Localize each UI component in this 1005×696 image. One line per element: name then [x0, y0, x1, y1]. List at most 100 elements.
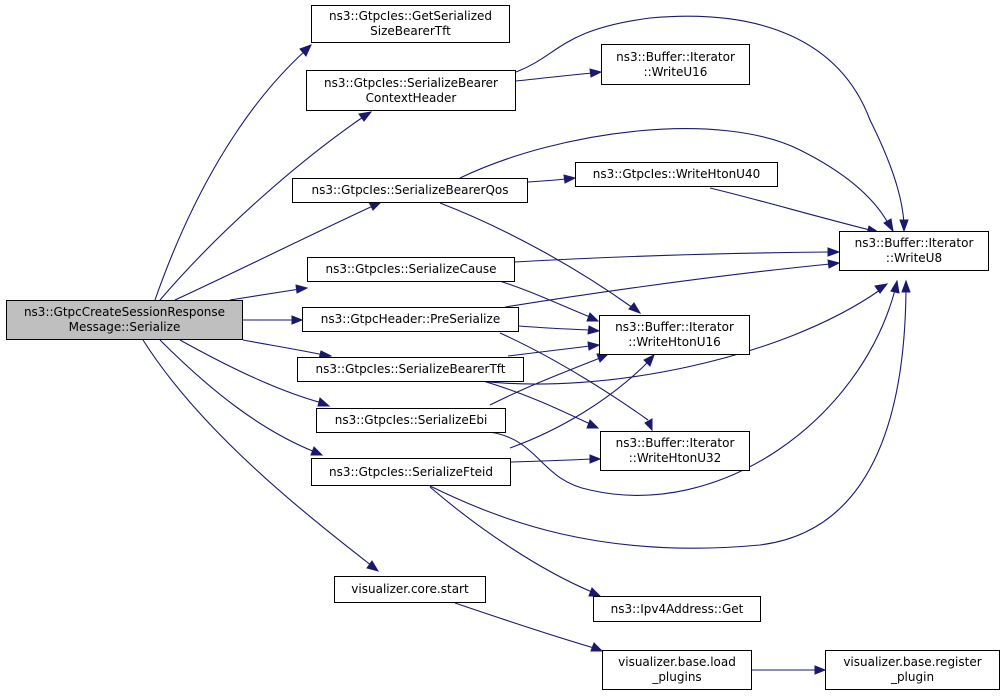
arrowhead — [299, 44, 312, 57]
edge-fteid-htonu16 — [509, 361, 649, 449]
call-edges — [142, 15, 911, 675]
edge-qos-htonu16 — [439, 202, 634, 309]
arrowhead — [643, 353, 655, 367]
node-label-line2: ::WriteU16 — [643, 64, 708, 79]
node-gtpc-create-session-response-serialize[interactable]: ns3::GtpcCreateSessionResponse Message::… — [6, 300, 243, 340]
node-serialize-bearer-context-header[interactable]: ns3::GtpcIes::SerializeBearer ContextHea… — [306, 70, 516, 111]
edge-cause-writeu8 — [514, 251, 831, 263]
node-label-line1: ns3::GtpcIes::SerializeCause — [325, 262, 497, 276]
edge-tft-htonu16 — [507, 345, 591, 357]
arrowhead — [590, 642, 604, 652]
edge-root-ebi — [179, 339, 323, 404]
edge-qos-htonu40 — [527, 178, 567, 183]
edge-preserialize-htonu32 — [499, 332, 649, 421]
node-label-line2: SizeBearerTft — [370, 24, 451, 38]
node-serialize-cause[interactable]: ns3::GtpcIes::SerializeCause — [307, 257, 515, 282]
edge-ctxheader-writeu8 — [515, 15, 905, 224]
node-label-line1: ns3::GtpcIes::SerializeBearerTft — [315, 362, 506, 376]
arrowhead — [827, 259, 841, 269]
node-label-line1: ns3::GtpcCreateSessionResponse — [23, 305, 226, 319]
node-serialize-fteid[interactable]: ns3::GtpcIes::SerializeFteid — [311, 458, 511, 486]
node-serialize-bearer-tft[interactable]: ns3::GtpcIes::SerializeBearerTft — [297, 357, 524, 382]
node-label-line2: Message::Serialize — [68, 320, 181, 334]
arrowhead — [587, 325, 601, 335]
edge-ebi-writeu8 — [489, 289, 896, 496]
node-visualizer-base-register-plugin[interactable]: visualizer.base.register _plugin — [825, 650, 1000, 690]
node-ipv4-address-get[interactable]: ns3::Ipv4Address::Get — [593, 596, 761, 622]
arrowhead — [358, 111, 373, 122]
edge-fteid-ipv4get — [429, 486, 593, 593]
node-label-line1: visualizer.core.start — [351, 582, 469, 596]
node-label-line1: ns3::GtpcIes::SerializeFteid — [329, 464, 493, 479]
edge-preserialize-htonu16 — [518, 325, 591, 331]
node-write-hton-u40[interactable]: ns3::GtpcIes::WriteHtonU40 — [575, 162, 778, 187]
edge-fteid-htonu32 — [510, 458, 593, 463]
node-label-line1: ns3::Ipv4Address::Get — [610, 601, 744, 616]
node-label-line1: ns3::Buffer::Iterator — [854, 236, 974, 250]
node-gtpc-header-pre-serialize[interactable]: ns3::GtpcHeader::PreSerialize — [302, 307, 519, 332]
arrowhead — [628, 302, 642, 314]
node-label-line2: ::WriteU8 — [885, 251, 943, 265]
edge-root-qos — [174, 204, 376, 301]
arrowhead — [883, 218, 894, 233]
arrowhead — [596, 353, 610, 363]
node-visualizer-base-load-plugins[interactable]: visualizer.base.load _plugins — [602, 650, 752, 690]
node-label-line2: ::WriteHtonU16 — [628, 335, 721, 349]
node-label-line1: visualizer.base.load — [618, 655, 736, 669]
edge-root-getsize — [154, 49, 307, 301]
node-serialize-bearer-qos[interactable]: ns3::GtpcIes::SerializeBearerQos — [292, 178, 528, 203]
arrowhead — [587, 341, 601, 351]
arrowhead — [890, 279, 900, 294]
node-serialize-ebi[interactable]: ns3::GtpcIes::SerializeEbi — [316, 408, 506, 433]
arrowhead — [874, 283, 889, 294]
node-label-line1: ns3::GtpcIes::SerializeBearer — [324, 75, 498, 90]
arrowhead — [644, 418, 653, 432]
arrowhead — [291, 315, 304, 325]
node-label-line1: ns3::GtpcIes::GetSerialized — [328, 9, 493, 23]
arrowhead — [814, 665, 827, 675]
node-label-line1: ns3::GtpcIes::SerializeEbi — [334, 413, 488, 427]
edge-root-cause — [229, 288, 301, 301]
node-label-line1: ns3::GtpcHeader::PreSerialize — [320, 312, 501, 326]
edge-tft-writeu8 — [479, 289, 881, 385]
node-label-line2: ::WriteHtonU32 — [628, 451, 722, 465]
node-label-line2: _plugins — [652, 670, 702, 684]
node-label-line2: ContextHeader — [365, 90, 457, 105]
arrowhead — [317, 397, 331, 407]
edge-ebi-htonu16 — [489, 357, 601, 406]
arrowhead — [368, 201, 383, 211]
node-get-serialized-size-bearer-tft[interactable]: ns3::GtpcIes::GetSerialized SizeBearerTf… — [311, 5, 510, 43]
node-label-line1: ns3::GtpcIes::WriteHtonU40 — [592, 167, 761, 181]
edge-root-fteid — [159, 339, 316, 453]
arrowhead — [588, 587, 602, 597]
node-buffer-iterator-write-u8[interactable]: ns3::Buffer::Iterator ::WriteU8 — [839, 231, 989, 271]
node-buffer-iterator-write-hton-u16[interactable]: ns3::Buffer::Iterator ::WriteHtonU16 — [599, 315, 750, 355]
edge-fteid-writeu8 — [429, 289, 907, 549]
edge-vstart-loadplugins — [454, 602, 595, 649]
arrowhead — [827, 247, 841, 257]
node-label-line1: ns3::Buffer::Iterator — [615, 320, 734, 334]
arrowhead — [366, 560, 380, 572]
node-label-line2: _plugin — [890, 670, 935, 684]
node-buffer-iterator-write-hton-u32[interactable]: ns3::Buffer::Iterator ::WriteHtonU32 — [600, 431, 750, 471]
edge-root-vstart — [142, 339, 373, 567]
arrowhead — [586, 419, 600, 429]
edge-preserialize-writeu8 — [504, 263, 831, 308]
arrowhead — [589, 454, 602, 464]
edge-htonu40-writeu8 — [709, 187, 871, 231]
node-buffer-iterator-write-u16[interactable]: ns3::Buffer::Iterator ::WriteU16 — [601, 44, 750, 85]
node-visualizer-core-start[interactable]: visualizer.core.start — [334, 576, 486, 603]
arrowhead — [295, 284, 309, 294]
node-label-line1: ns3::Buffer::Iterator — [615, 436, 735, 450]
edge-qos-writeu8 — [459, 128, 889, 224]
edge-tft-htonu32 — [479, 379, 591, 425]
edge-ctxheader-writeu16 — [515, 72, 593, 82]
edge-root-tft — [242, 339, 325, 356]
node-label-line1: ns3::Buffer::Iterator — [616, 49, 735, 64]
arrowhead — [563, 174, 577, 184]
arrowhead — [586, 312, 600, 322]
arrowhead — [901, 279, 911, 293]
arrowhead — [899, 219, 909, 233]
node-label-line1: visualizer.base.register — [843, 655, 982, 669]
